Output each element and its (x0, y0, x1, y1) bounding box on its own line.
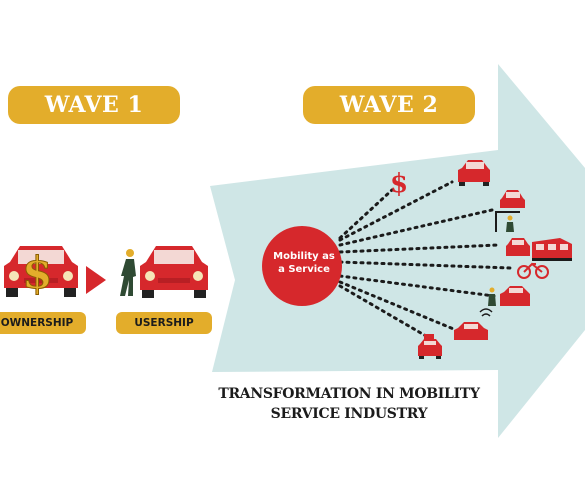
owned-car-icon (4, 246, 78, 297)
ownership-tag: OWNERSHIP (0, 312, 86, 334)
transition-arrow-icon (86, 266, 106, 294)
parking-icon (495, 190, 525, 232)
usership-tag: USERSHIP (116, 312, 212, 334)
hub-label-line-2: a Service (278, 264, 330, 275)
transformation-caption: TRANSFORMATION IN MOBILITY SERVICE INDUS… (214, 384, 484, 424)
service-connections (338, 180, 512, 338)
shared-car-icon (140, 246, 208, 298)
caption-line-2: SERVICE INDUSTRY (270, 406, 428, 422)
train-icon (532, 238, 572, 261)
hub-label: Mobility as a Service (266, 250, 342, 276)
hub-label-line-1: Mobility as (273, 251, 335, 262)
mobility-hub (262, 226, 342, 306)
dollar-icon: $ (22, 248, 53, 299)
connected-car-icon (454, 308, 493, 340)
car-icon (500, 286, 530, 306)
walking-person-icon (120, 249, 136, 296)
caption-line-1: TRANSFORMATION IN MOBILITY (218, 386, 480, 402)
transformation-arrow (210, 64, 585, 438)
walking-person-icon (488, 287, 496, 306)
bicycle-icon (517, 262, 549, 279)
dollar-icon: $ (390, 169, 408, 199)
car-icon (458, 160, 490, 186)
wave-2-label: WAVE 2 (303, 86, 475, 124)
car-icon (506, 238, 530, 256)
wave-1-label: WAVE 1 (8, 86, 180, 124)
taxi-icon (418, 334, 442, 359)
